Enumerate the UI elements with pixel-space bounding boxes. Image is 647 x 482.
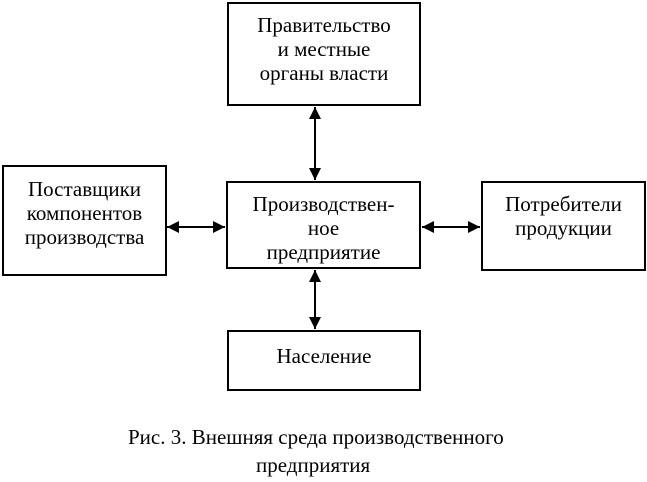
box-consumers: Потребители продукции xyxy=(481,181,646,271)
box-enterprise: Производствен- ное предприятие xyxy=(226,181,421,269)
box-government: Правительство и местные органы власти xyxy=(227,2,421,106)
figure-caption-line-2: предприятия xyxy=(256,453,371,477)
box-government-line-1: Правительство xyxy=(257,13,391,37)
box-population: Население xyxy=(227,330,421,391)
figure-caption-line-1: Рис. 3. Внешняя среда производственного xyxy=(128,425,504,449)
box-enterprise-line-3: предприятие xyxy=(266,240,381,264)
box-consumers-line-2: продукции xyxy=(515,216,612,240)
box-suppliers-line-1: Поставщики xyxy=(27,177,142,201)
box-suppliers-line-2: компонентов xyxy=(26,201,143,225)
box-government-line-2: и местные xyxy=(277,37,371,61)
box-population-line-1: Население xyxy=(276,344,372,368)
box-enterprise-line-2: ное xyxy=(307,216,340,240)
box-enterprise-line-1: Производствен- xyxy=(252,192,395,216)
box-suppliers: Поставщики компонентов производства xyxy=(2,165,167,276)
box-government-line-3: органы власти xyxy=(259,61,389,85)
box-suppliers-line-3: производства xyxy=(24,225,145,249)
box-consumers-line-1: Потребители xyxy=(505,192,622,216)
